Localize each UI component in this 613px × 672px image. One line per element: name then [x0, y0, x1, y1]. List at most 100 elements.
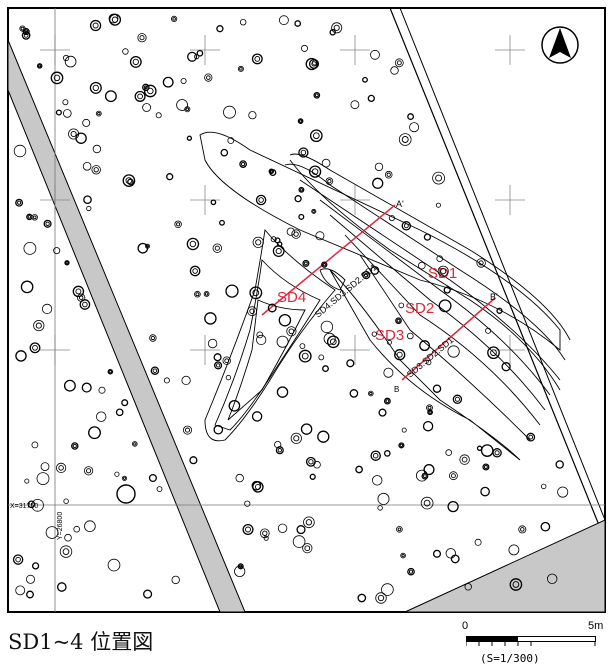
pit-inner	[70, 130, 77, 138]
feature-label-sd4: SD4	[277, 289, 306, 306]
pit	[329, 29, 336, 36]
scale-zero-label: 0	[462, 620, 469, 632]
pit	[303, 516, 315, 529]
pit-inner	[314, 93, 319, 98]
pit	[142, 83, 150, 92]
pit-inner	[111, 16, 119, 23]
pit	[59, 545, 73, 558]
pit-inner	[300, 149, 307, 156]
pit	[239, 160, 247, 168]
pit	[547, 573, 558, 585]
pit-inner	[423, 474, 427, 478]
pit-inner	[396, 60, 402, 66]
pit	[394, 349, 406, 361]
pit	[212, 243, 223, 253]
pit-inner	[520, 527, 525, 532]
pit-inner	[23, 33, 29, 38]
pit	[50, 71, 64, 85]
pit-inner	[27, 215, 32, 219]
pit	[419, 340, 431, 352]
pit-inner	[35, 322, 42, 329]
pit	[315, 231, 325, 241]
pit	[251, 480, 262, 491]
pit	[448, 471, 458, 481]
pit	[450, 554, 460, 564]
pit	[302, 259, 310, 267]
pit	[171, 575, 180, 585]
pit	[277, 523, 288, 534]
pit	[432, 171, 446, 185]
pit	[274, 440, 282, 449]
pit	[252, 236, 264, 248]
pit-inner	[214, 245, 220, 251]
pit	[398, 133, 412, 146]
pit	[27, 500, 36, 509]
pit	[482, 463, 490, 471]
pit-inner	[311, 61, 317, 67]
pit	[296, 525, 306, 535]
pit-inner	[172, 17, 176, 21]
pit	[210, 199, 217, 206]
pit-inner	[254, 56, 261, 62]
pit	[375, 592, 387, 604]
pit	[144, 243, 150, 249]
pit	[148, 473, 157, 483]
pit	[325, 177, 334, 186]
pit	[276, 386, 289, 398]
pit-inner	[139, 35, 145, 41]
pit	[407, 567, 415, 576]
pit-inner	[401, 136, 409, 143]
pit	[518, 525, 527, 534]
pit	[166, 173, 174, 181]
pit	[43, 219, 52, 228]
pit	[176, 99, 189, 111]
pit	[370, 49, 380, 60]
pit	[320, 320, 334, 334]
pit	[186, 237, 200, 251]
pit	[247, 306, 258, 317]
pit-inner	[372, 452, 379, 459]
pit	[194, 53, 200, 60]
pit-inner	[195, 292, 200, 297]
pit	[23, 241, 37, 255]
pit	[63, 379, 76, 392]
pit	[256, 331, 264, 339]
road-strip-right	[404, 519, 606, 613]
pit	[62, 99, 69, 106]
pit	[41, 303, 53, 314]
pit	[36, 472, 50, 486]
pit	[383, 450, 391, 457]
pit	[447, 345, 460, 358]
pit	[417, 261, 426, 270]
pit-inner	[245, 526, 251, 533]
scale-bar: 0 5m (S=1/300)	[456, 620, 606, 670]
pit	[367, 94, 375, 103]
pit	[398, 302, 405, 309]
pit-inner	[304, 545, 311, 552]
pit	[248, 111, 257, 120]
section-b-end-label: B'	[490, 292, 498, 302]
pit-inner	[38, 64, 42, 68]
pit	[372, 475, 383, 486]
pit	[227, 137, 235, 144]
pit	[398, 442, 405, 449]
pit	[26, 590, 34, 599]
pit	[121, 399, 129, 407]
pit	[423, 464, 435, 476]
pit	[317, 430, 330, 443]
pit	[15, 350, 27, 362]
pit	[84, 520, 96, 532]
pit-inner	[494, 450, 500, 456]
pit-inner	[288, 328, 295, 335]
section-b-label-text: SD3.SD2.SD1	[405, 335, 455, 380]
pit	[29, 342, 41, 354]
pit	[435, 202, 441, 208]
pit-inner	[133, 442, 137, 446]
feature-label-sd3: SD3	[375, 327, 404, 344]
pit	[252, 481, 264, 493]
pit	[225, 284, 239, 298]
pit	[496, 307, 503, 314]
pit	[302, 543, 313, 554]
pit	[155, 112, 162, 119]
pit	[162, 76, 174, 88]
